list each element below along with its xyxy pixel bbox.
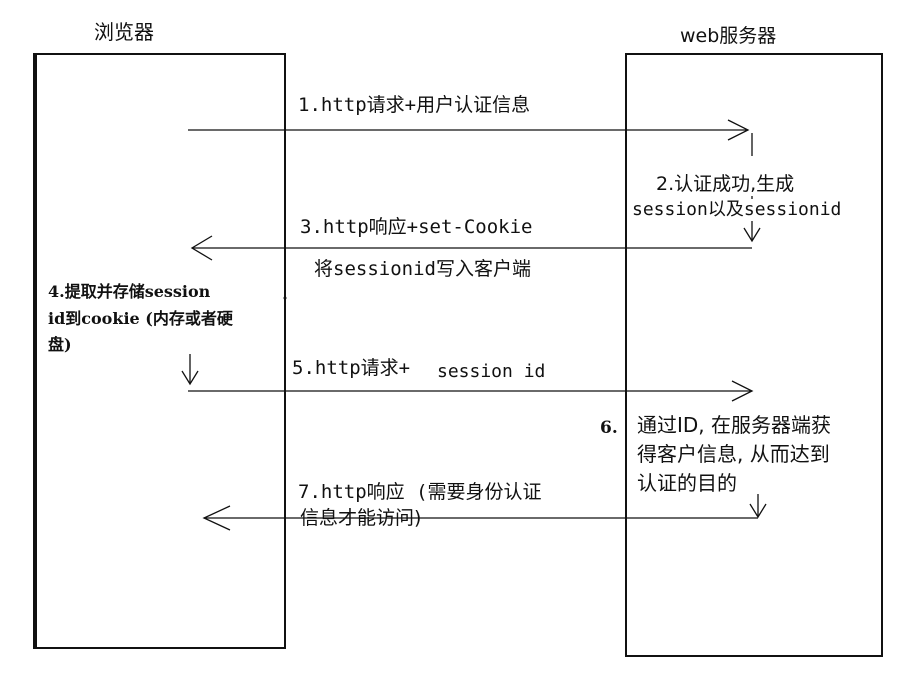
step-4-label-line1: 4.提取并存储session: [48, 282, 211, 301]
arrow-7-response: [202, 505, 758, 531]
step-2-label-line1: 2.认证成功,生成: [656, 173, 795, 195]
step-4-label-line2: id到cookie (内存或者硬: [48, 309, 233, 328]
step-3-label: 3.http响应+set-Cookie: [300, 216, 533, 238]
arrow-3-response: [190, 235, 752, 261]
browser-title: 浏览器: [94, 20, 154, 44]
arrow-1-request: [188, 119, 750, 141]
step-6-label-line1: 通过ID, 在服务器端获: [637, 413, 832, 437]
browser-lifeline-box: [33, 53, 286, 649]
stray-dot: [283, 296, 287, 300]
step-1-label: 1.http请求+用户认证信息: [298, 94, 531, 116]
server-title: web服务器: [680, 25, 777, 47]
step-5-label-suffix: session id: [437, 361, 546, 382]
server-lifeline-box: [625, 53, 883, 657]
arrow-6-lookup-tick: [749, 494, 767, 519]
arrow-5-request: [188, 380, 754, 402]
step-3-note: 将sessionid写入客户端: [314, 258, 531, 280]
step-5-label-prefix: 5.http请求+: [292, 357, 411, 379]
arrow-4-store-tick: [181, 354, 199, 386]
step-7-label-line1: 7.http响应 (需要身份认证: [298, 481, 542, 503]
step-6-label-line3: 认证的目的: [637, 471, 737, 495]
step-6-number: 6.: [600, 418, 618, 438]
step-2-label-line2: session以及sessionid: [632, 199, 842, 221]
step-6-label-line2: 得客户信息, 从而达到: [637, 442, 830, 466]
step-7-label-line2: 信息才能访问): [300, 507, 422, 529]
step-4-label-line3: 盘): [48, 335, 72, 354]
